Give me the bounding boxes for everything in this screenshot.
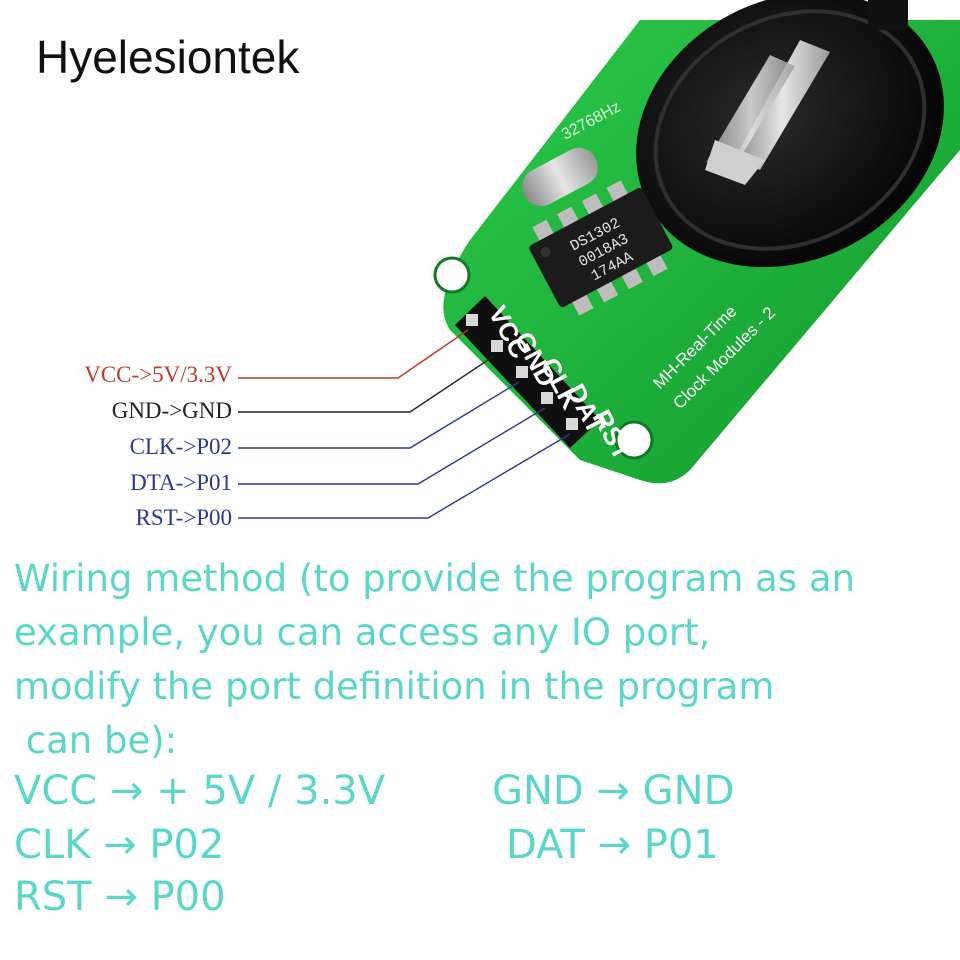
brand-name: Hyelesiontek <box>36 31 300 83</box>
wire-dta <box>238 407 546 485</box>
wire-clk <box>238 381 520 449</box>
wire-label-gnd: GND->GND <box>111 398 232 423</box>
description-line: example, you can access any IO port, <box>14 611 711 654</box>
wire-label-clk: CLK->P02 <box>129 434 232 459</box>
wire-label-vcc: VCC->5V/3.3V <box>84 362 232 387</box>
wire-gnd <box>238 355 495 413</box>
mounting-hole <box>614 420 654 460</box>
mapping-vcc: VCC → + 5V / 3.3V <box>14 768 386 814</box>
mapping-rst: RST → P00 <box>14 874 226 920</box>
wire-label-rst: RST->P00 <box>135 505 233 530</box>
mounting-hole <box>433 256 471 294</box>
battery-clip <box>705 40 830 185</box>
description-line: Wiring method (to provide the program as… <box>14 557 855 600</box>
rtc-chip: DS1302 0018A3 174AA <box>529 180 673 316</box>
mapping-gnd: GND → GND <box>492 768 735 814</box>
wire-rst <box>238 433 571 519</box>
wire-vcc <box>238 329 469 379</box>
wiring-description: Wiring method (to provide the program as… <box>14 552 954 768</box>
mapping-dat: DAT → P01 <box>506 822 719 868</box>
description-line: modify the port definition in the progra… <box>14 665 775 708</box>
wire-label-dta: DTA->P01 <box>130 470 232 495</box>
pin-header <box>455 296 600 448</box>
wires <box>238 329 571 519</box>
description-line: can be): <box>14 719 178 762</box>
mapping-clk: CLK → P02 <box>14 822 225 868</box>
battery-holder <box>636 0 944 268</box>
